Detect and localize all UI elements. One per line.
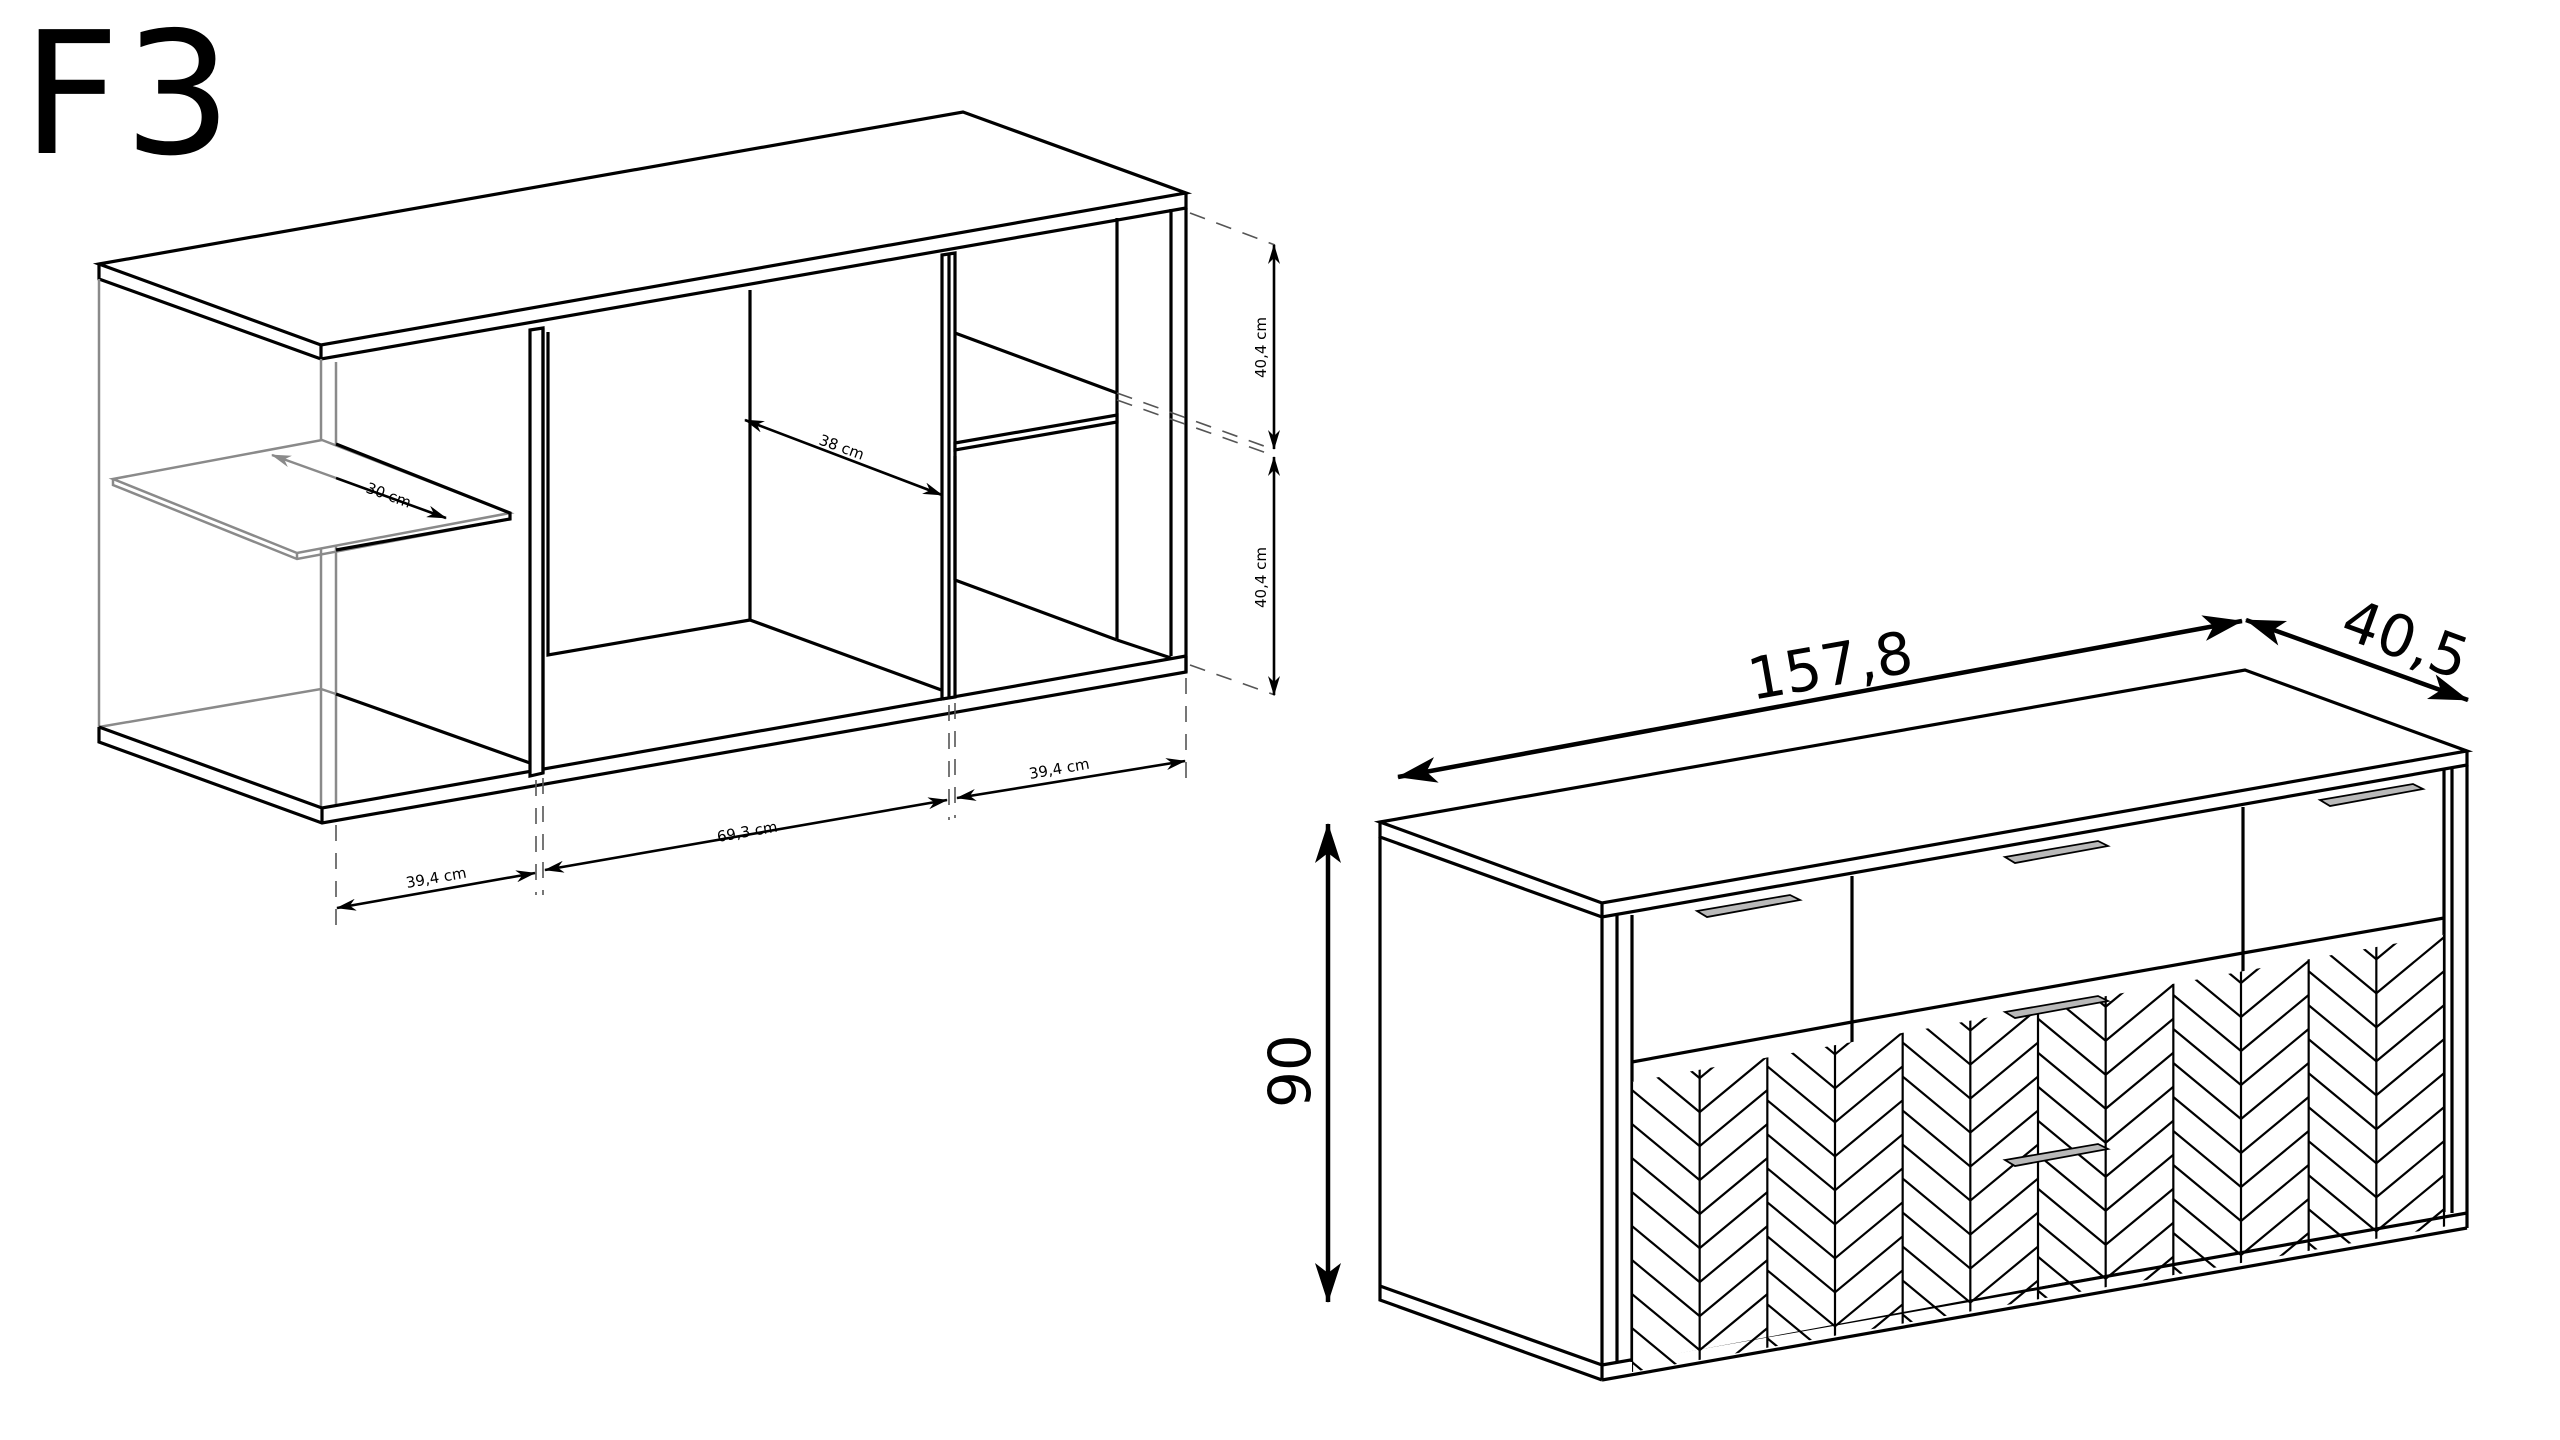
handle-top-drawer[interactable] <box>2002 840 2111 864</box>
handle-bottom-drawer[interactable] <box>2002 1143 2111 1167</box>
compartment-depth-label: 38 cm <box>817 431 867 464</box>
lower-height-label: 40,4 cm <box>1252 547 1270 608</box>
upper-height-label: 40,4 cm <box>1252 317 1270 378</box>
handle-middle-drawer[interactable] <box>2002 995 2111 1019</box>
left-side-panel <box>1378 837 1603 1382</box>
depth-dimension-line <box>2245 617 2469 703</box>
handle-right-door[interactable] <box>2317 783 2426 807</box>
exterior-view: 157,8 40,5 90 <box>1256 585 2478 1382</box>
height-label: 90 <box>1256 1034 1324 1108</box>
partition-left <box>528 326 545 779</box>
interior-view: 30 cm 38 cm 40,4 cm 40,4 cm 39,4 cm 69,3… <box>92 110 1280 928</box>
drawing-title: F3 <box>22 0 236 194</box>
top-surface <box>1373 668 2474 905</box>
width-label: 157,8 <box>1743 618 1918 714</box>
width-dimension-line <box>1397 615 2243 783</box>
handle-left-door[interactable] <box>1694 894 1803 918</box>
top-panel-surface <box>92 110 1193 347</box>
glass-shelf <box>108 438 515 555</box>
right-shelf <box>953 413 1119 452</box>
middle-width-label: 69,3 cm <box>716 818 779 846</box>
bottom-panel-top <box>98 654 1187 810</box>
